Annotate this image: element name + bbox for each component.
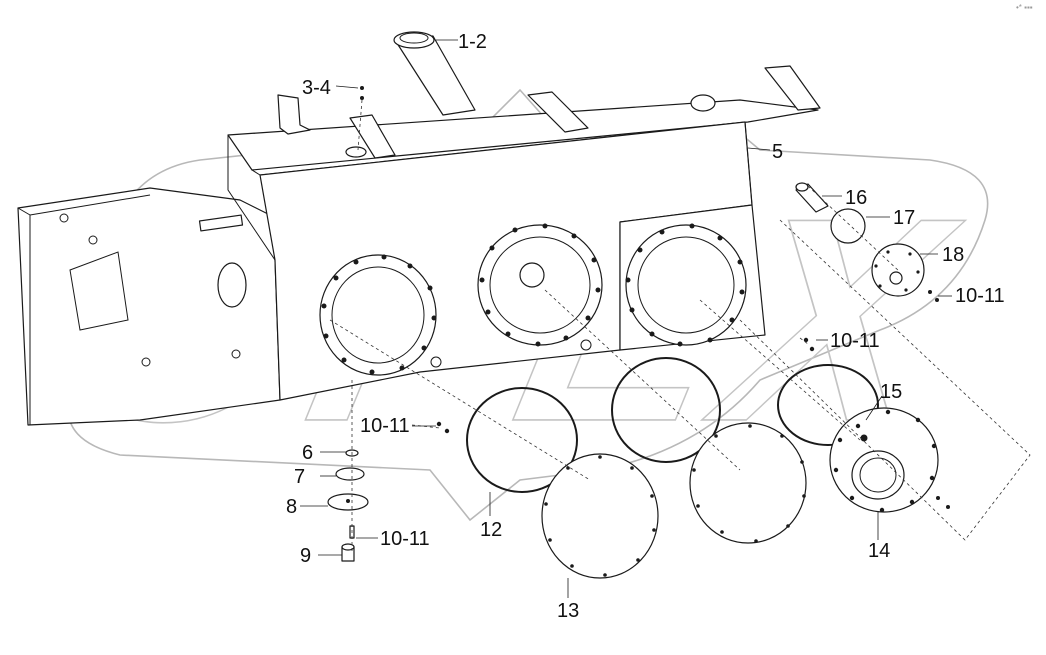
flange-bolts [321, 223, 745, 375]
callout-1-2: 1-2 [458, 31, 487, 53]
gasket-ring-12 [466, 387, 578, 493]
bolts-10-11 [360, 86, 950, 509]
callout-10-11-right: 10-11 [955, 285, 1005, 307]
callout-13: 13 [557, 600, 579, 622]
cover-plate-middle [689, 422, 807, 544]
cover-plates [541, 422, 807, 579]
callout-10-11-middle: 10-11 [830, 330, 880, 352]
callout-3-4: 3-4 [302, 77, 331, 99]
callout-15: 15 [880, 381, 902, 403]
assembly-dashed-lines [329, 99, 1031, 552]
callout-6: 6 [302, 442, 313, 464]
callout-18: 18 [942, 244, 964, 266]
callout-9: 9 [300, 545, 311, 567]
corner-mark: •* ▪▪▪ [1016, 3, 1033, 12]
gasket-ring-15 [777, 364, 879, 446]
fuel-tank-body [17, 31, 821, 426]
gaskets [466, 357, 879, 493]
drain-assembly [327, 449, 369, 562]
leader-lines [300, 39, 952, 598]
cover-plate-13 [541, 453, 659, 579]
strainer-assembly [795, 182, 925, 297]
callout-8: 8 [286, 496, 297, 518]
callout-16: 16 [845, 187, 867, 209]
callout-10-11-bottom: 10-11 [380, 528, 430, 550]
callout-17: 17 [893, 207, 915, 229]
callout-5: 5 [772, 141, 783, 163]
callout-14: 14 [868, 540, 890, 562]
strainer-plate-18 [871, 243, 925, 297]
callout-10-11-left: 10-11 [360, 415, 410, 437]
gasket-ring-middle [611, 357, 721, 463]
suction-cover-14 [829, 407, 939, 513]
callout-labels: 1-2 3-4 5 16 17 18 10-11 10-11 15 10-11 … [286, 3, 1033, 622]
callout-7: 7 [294, 466, 305, 488]
callout-12: 12 [480, 519, 502, 541]
strainer-ring-17 [830, 208, 866, 244]
